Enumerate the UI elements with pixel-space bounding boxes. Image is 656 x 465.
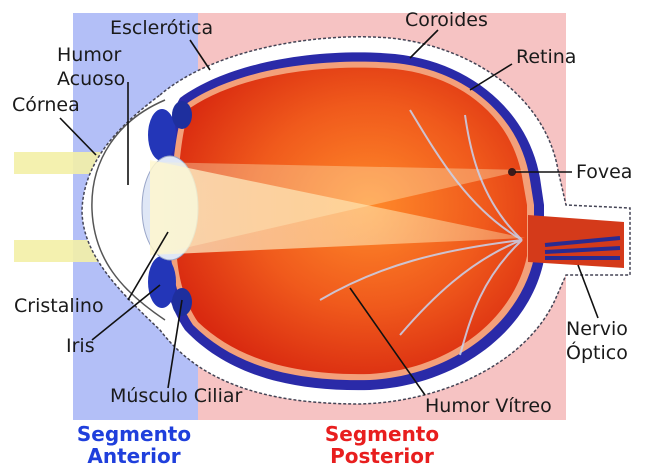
label-nervio-optico-line2: Óptico xyxy=(566,340,628,364)
segment-anterior-line1: Segmento xyxy=(77,422,191,446)
label-humor-acuoso-line2: Acuoso xyxy=(57,68,125,90)
ciliary-muscle-top xyxy=(172,101,192,129)
label-retina: Retina xyxy=(516,46,576,68)
segment-posterior-line2: Posterior xyxy=(330,444,434,465)
fovea-dot xyxy=(508,168,516,176)
label-cristalino: Cristalino xyxy=(14,295,104,317)
label-humor-acuoso-line1: Humor xyxy=(57,44,121,66)
iris-top xyxy=(148,109,176,161)
label-humor-vitreo: Humor Vítreo xyxy=(425,395,552,417)
segment-anterior-line2: Anterior xyxy=(87,444,180,465)
label-fovea: Fovea xyxy=(576,161,632,183)
label-iris: Iris xyxy=(66,335,95,357)
label-esclerotica: Esclerótica xyxy=(110,17,213,39)
label-cornea: Córnea xyxy=(12,94,80,116)
label-nervio-optico-line1: Nervio xyxy=(566,318,628,340)
label-coroides: Coroides xyxy=(405,9,488,31)
label-musculo-ciliar: Músculo Ciliar xyxy=(110,385,243,407)
segment-posterior-line1: Segmento xyxy=(325,422,439,446)
iris-bottom xyxy=(148,256,176,308)
